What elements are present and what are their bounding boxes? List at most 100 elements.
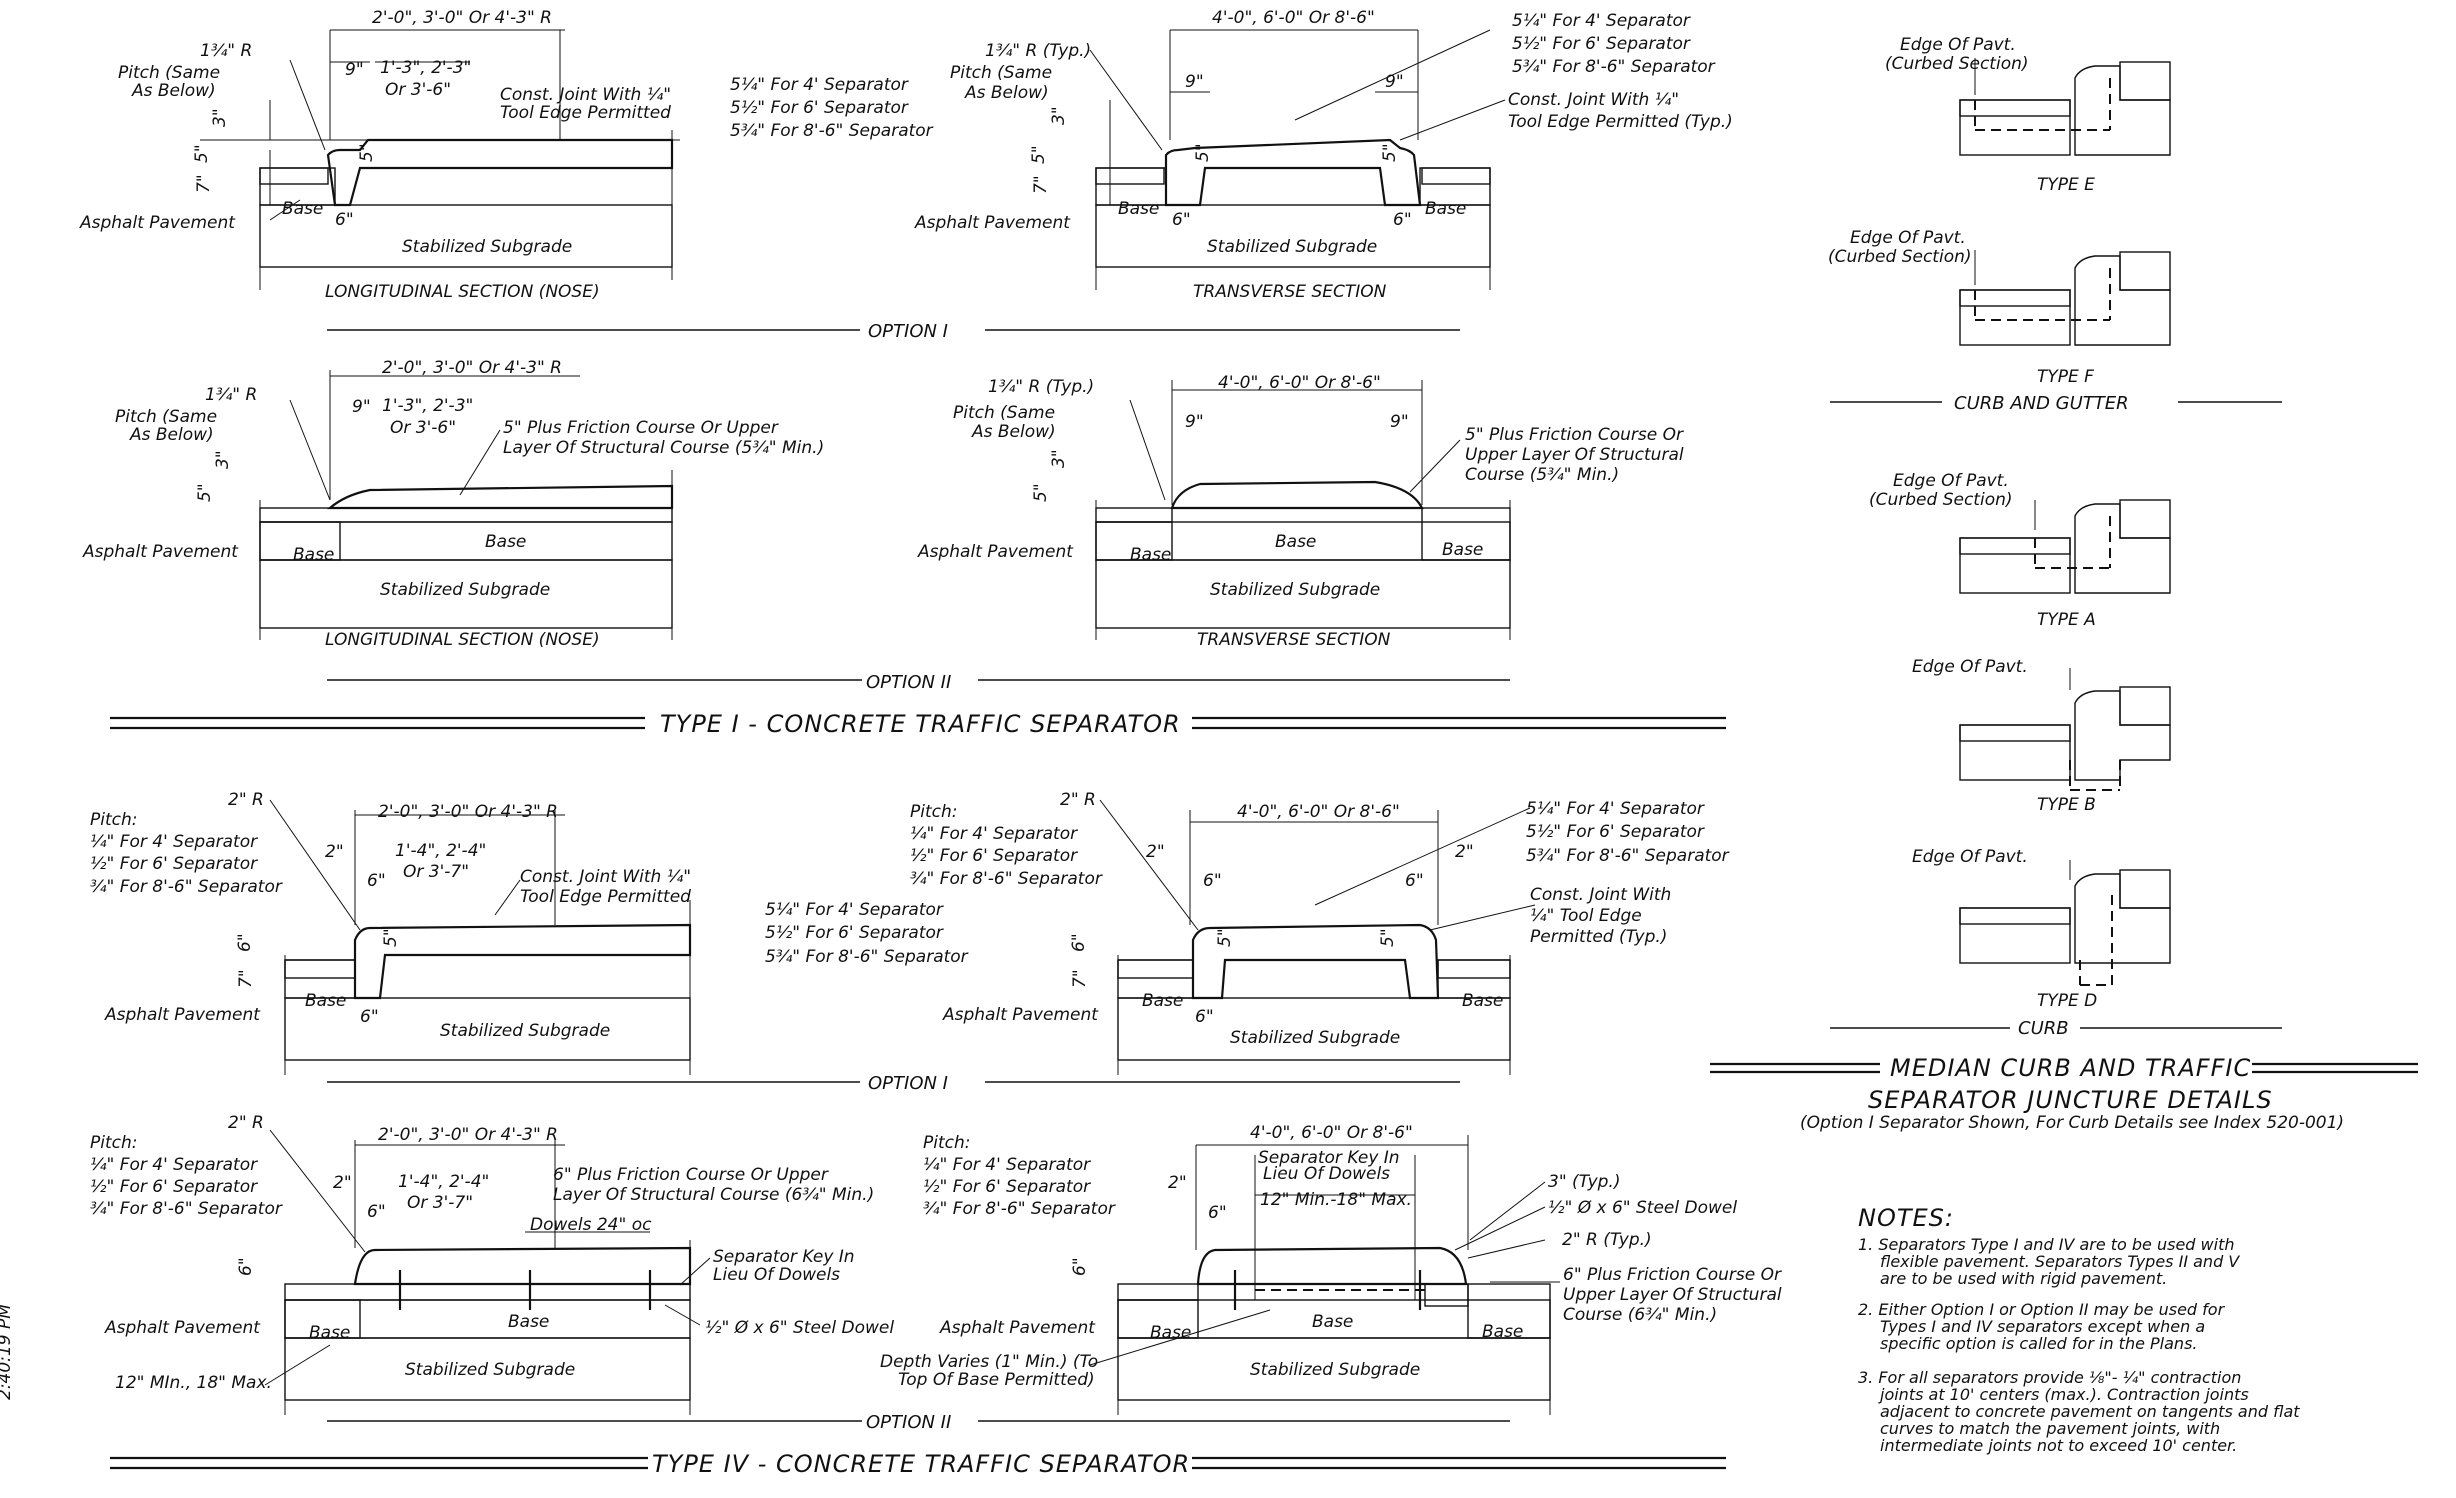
subgrade-label: Stabilized Subgrade [1230, 1028, 1400, 1048]
base-label-2: Base [1312, 1312, 1353, 1332]
note-3a: 3. For all separators provide ⅛"- ¼" con… [1858, 1368, 2241, 1387]
t1-option1-divider: OPTION I [327, 321, 1460, 342]
dim-2: 2" [1168, 1173, 1187, 1193]
pitch-label: Pitch: [90, 1133, 138, 1153]
dowel-label: ½" Ø x 6" Steel Dowel [1548, 1198, 1737, 1218]
curb-gutter-label: CURB AND GUTTER [1954, 393, 2129, 414]
dim-label: 4'-0", 6'-0" Or 8'-6" [1237, 802, 1400, 822]
note-1c: are to be used with rigid pavement. [1880, 1269, 2167, 1288]
base-label: Base [1118, 199, 1159, 219]
sep-height-4: 5¼" For 4' Separator [765, 900, 944, 920]
dim-3: 3" [1049, 106, 1069, 125]
t1-opt1-transverse-section: 4'-0", 6'-0" Or 8'-6" 1¾" R (Typ.) Pitch… [914, 8, 1733, 302]
base-label: Base [282, 199, 323, 219]
dim-5: 5" [195, 483, 215, 502]
dim-label: 2'-0", 3'-0" Or 4'-3" R [372, 8, 552, 28]
sep-height-6: 5½" For 6' Separator [1512, 34, 1691, 54]
base-label-2: Base [1425, 199, 1466, 219]
dim-7: 7" [236, 969, 256, 988]
dim-9b: 9" [1385, 72, 1404, 92]
t4-opt1-longitudinal-section: 2" R Pitch: ¼" For 4' Separator ½" For 6… [90, 790, 969, 1075]
sep-height-4: 5¼" For 4' Separator [730, 75, 909, 95]
joint-label: Const. Joint With ¼" [520, 867, 691, 887]
friction-course-label-3: Course (5¾" Min.) [1465, 465, 1619, 485]
dim-5v: 5" [1215, 928, 1235, 947]
note-1b: flexible pavement. Separators Types II a… [1880, 1252, 2240, 1271]
type-label: TYPE D [2037, 991, 2097, 1011]
note-3b: joints at 10' centers (max.). Contractio… [1878, 1385, 2249, 1404]
dim-5: 5" [192, 144, 212, 163]
base-label-2: Base [508, 1312, 549, 1332]
curb-divider: CURB [1830, 1018, 2282, 1039]
t4-opt2-longitudinal-section: 2" R Pitch: ¼" For 4' Separator ½" For 6… [90, 1113, 894, 1415]
t4-opt2-transverse-section: Pitch: ¼" For 4' Separator ½" For 6' Sep… [880, 1123, 1782, 1415]
dim-5v2: 5" [1378, 928, 1398, 947]
t1-opt2-longitudinal-section: 2'-0", 3'-0" Or 4'-3" R 1¾" R Pitch (Sam… [82, 358, 824, 650]
sep-height-4: 5¼" For 4' Separator [1526, 799, 1705, 819]
base-label: Base [1130, 545, 1171, 565]
joint-label-2: ¼" Tool Edge [1530, 906, 1642, 926]
depth-label: Depth Varies (1" Min.) (To [880, 1352, 1098, 1372]
sep-height-4: 5¼" For 4' Separator [1512, 11, 1691, 31]
friction-course-label-2: Layer Of Structural Course (6¾" Min.) [553, 1185, 874, 1205]
juncture-title-2: SEPARATOR JUNCTURE DETAILS [1868, 1086, 2273, 1114]
dim-or-3-6: Or 3'-6" [390, 418, 456, 438]
dim-or-3-7: Or 3'-7" [407, 1193, 473, 1213]
type1-title: TYPE I - CONCRETE TRAFFIC SEPARATOR [660, 710, 1181, 738]
dim-6: 6" [367, 1202, 386, 1222]
section-caption: TRANSVERSE SECTION [1197, 630, 1391, 650]
section-caption: TRANSVERSE SECTION [1193, 282, 1387, 302]
dowels-spacing: Dowels 24" oc [530, 1215, 652, 1235]
radius-label: 1¾" R (Typ.) [985, 41, 1091, 61]
notes-block: NOTES: 1. Separators Type I and IV are t… [1858, 1204, 2300, 1455]
pitch-6: ½" For 6' Separator [910, 846, 1078, 866]
pitch-8: ¾" For 8'-6" Separator [923, 1199, 1116, 1219]
dim-7: 7" [1070, 969, 1090, 988]
dim-1-3: 1'-3", 2'-3" [380, 58, 471, 78]
dim-6b: 6" [1393, 210, 1412, 230]
dim-6v: 6" [1070, 1257, 1090, 1276]
key-label: Separator Key In [1258, 1148, 1400, 1168]
radius-label: 2" R [1060, 790, 1096, 810]
subgrade-label: Stabilized Subgrade [380, 580, 550, 600]
subgrade-label: Stabilized Subgrade [440, 1021, 610, 1041]
type1-title-block: TYPE I - CONCRETE TRAFFIC SEPARATOR [110, 710, 1726, 738]
type4-title: TYPE IV - CONCRETE TRAFFIC SEPARATOR [652, 1450, 1190, 1478]
sep-height-8: 5¾" For 8'-6" Separator [1512, 57, 1716, 77]
dim-2: 2" [1146, 842, 1165, 862]
radius-label: 1¾" R (Typ.) [988, 377, 1094, 397]
key-label-2: Lieu Of Dowels [1263, 1164, 1390, 1184]
friction-course-label: 6" Plus Friction Course Or Upper [553, 1165, 829, 1185]
edge-label: Edge Of Pavt. [1850, 228, 1966, 248]
joint-label: Const. Joint With ¼" [1508, 90, 1679, 110]
asphalt-label: Asphalt Pavement [82, 542, 239, 562]
juncture-subtitle: (Option I Separator Shown, For Curb Deta… [1800, 1113, 2344, 1133]
base-label: Base [1142, 991, 1183, 1011]
margin-stamp: 2:40:19 PM [0, 1304, 15, 1400]
dim-5v: 5" [381, 928, 401, 947]
pitch-label-2: As Below) [971, 422, 1056, 442]
edge-label-2: (Curbed Section) [1828, 247, 1972, 267]
juncture-type-b: Edge Of Pavt. TYPE B [1912, 657, 2171, 815]
pitch-6: ½" For 6' Separator [90, 854, 258, 874]
edge-label-2: (Curbed Section) [1885, 54, 2029, 74]
pitch-label: Pitch (Same [118, 63, 220, 83]
pitch-6: ½" For 6' Separator [90, 1177, 258, 1197]
juncture-type-d: Edge Of Pavt. TYPE D [1912, 847, 2171, 1011]
pitch-label: Pitch (Same [115, 407, 217, 427]
note-1a: 1. Separators Type I and IV are to be us… [1858, 1235, 2235, 1254]
dim-6v: 6" [1069, 933, 1089, 952]
juncture-type-a: Edge Of Pavt. (Curbed Section) TYPE A [1869, 471, 2171, 630]
type-label: TYPE E [2037, 175, 2095, 195]
pitch-label: Pitch: [90, 810, 138, 830]
dim-7: 7" [194, 174, 214, 193]
dim-label: 2'-0", 3'-0" Or 4'-3" R [382, 358, 562, 378]
pitch-8: ¾" For 8'-6" Separator [90, 1199, 283, 1219]
dim-9b: 9" [1390, 412, 1409, 432]
notes-heading: NOTES: [1858, 1204, 1954, 1232]
dim-6: 6" [367, 871, 386, 891]
sep-height-6: 5½" For 6' Separator [730, 98, 909, 118]
dim-6b: 6" [360, 1007, 379, 1027]
base-label: Base [305, 991, 346, 1011]
dowel-label: ½" Ø x 6" Steel Dowel [705, 1318, 894, 1338]
